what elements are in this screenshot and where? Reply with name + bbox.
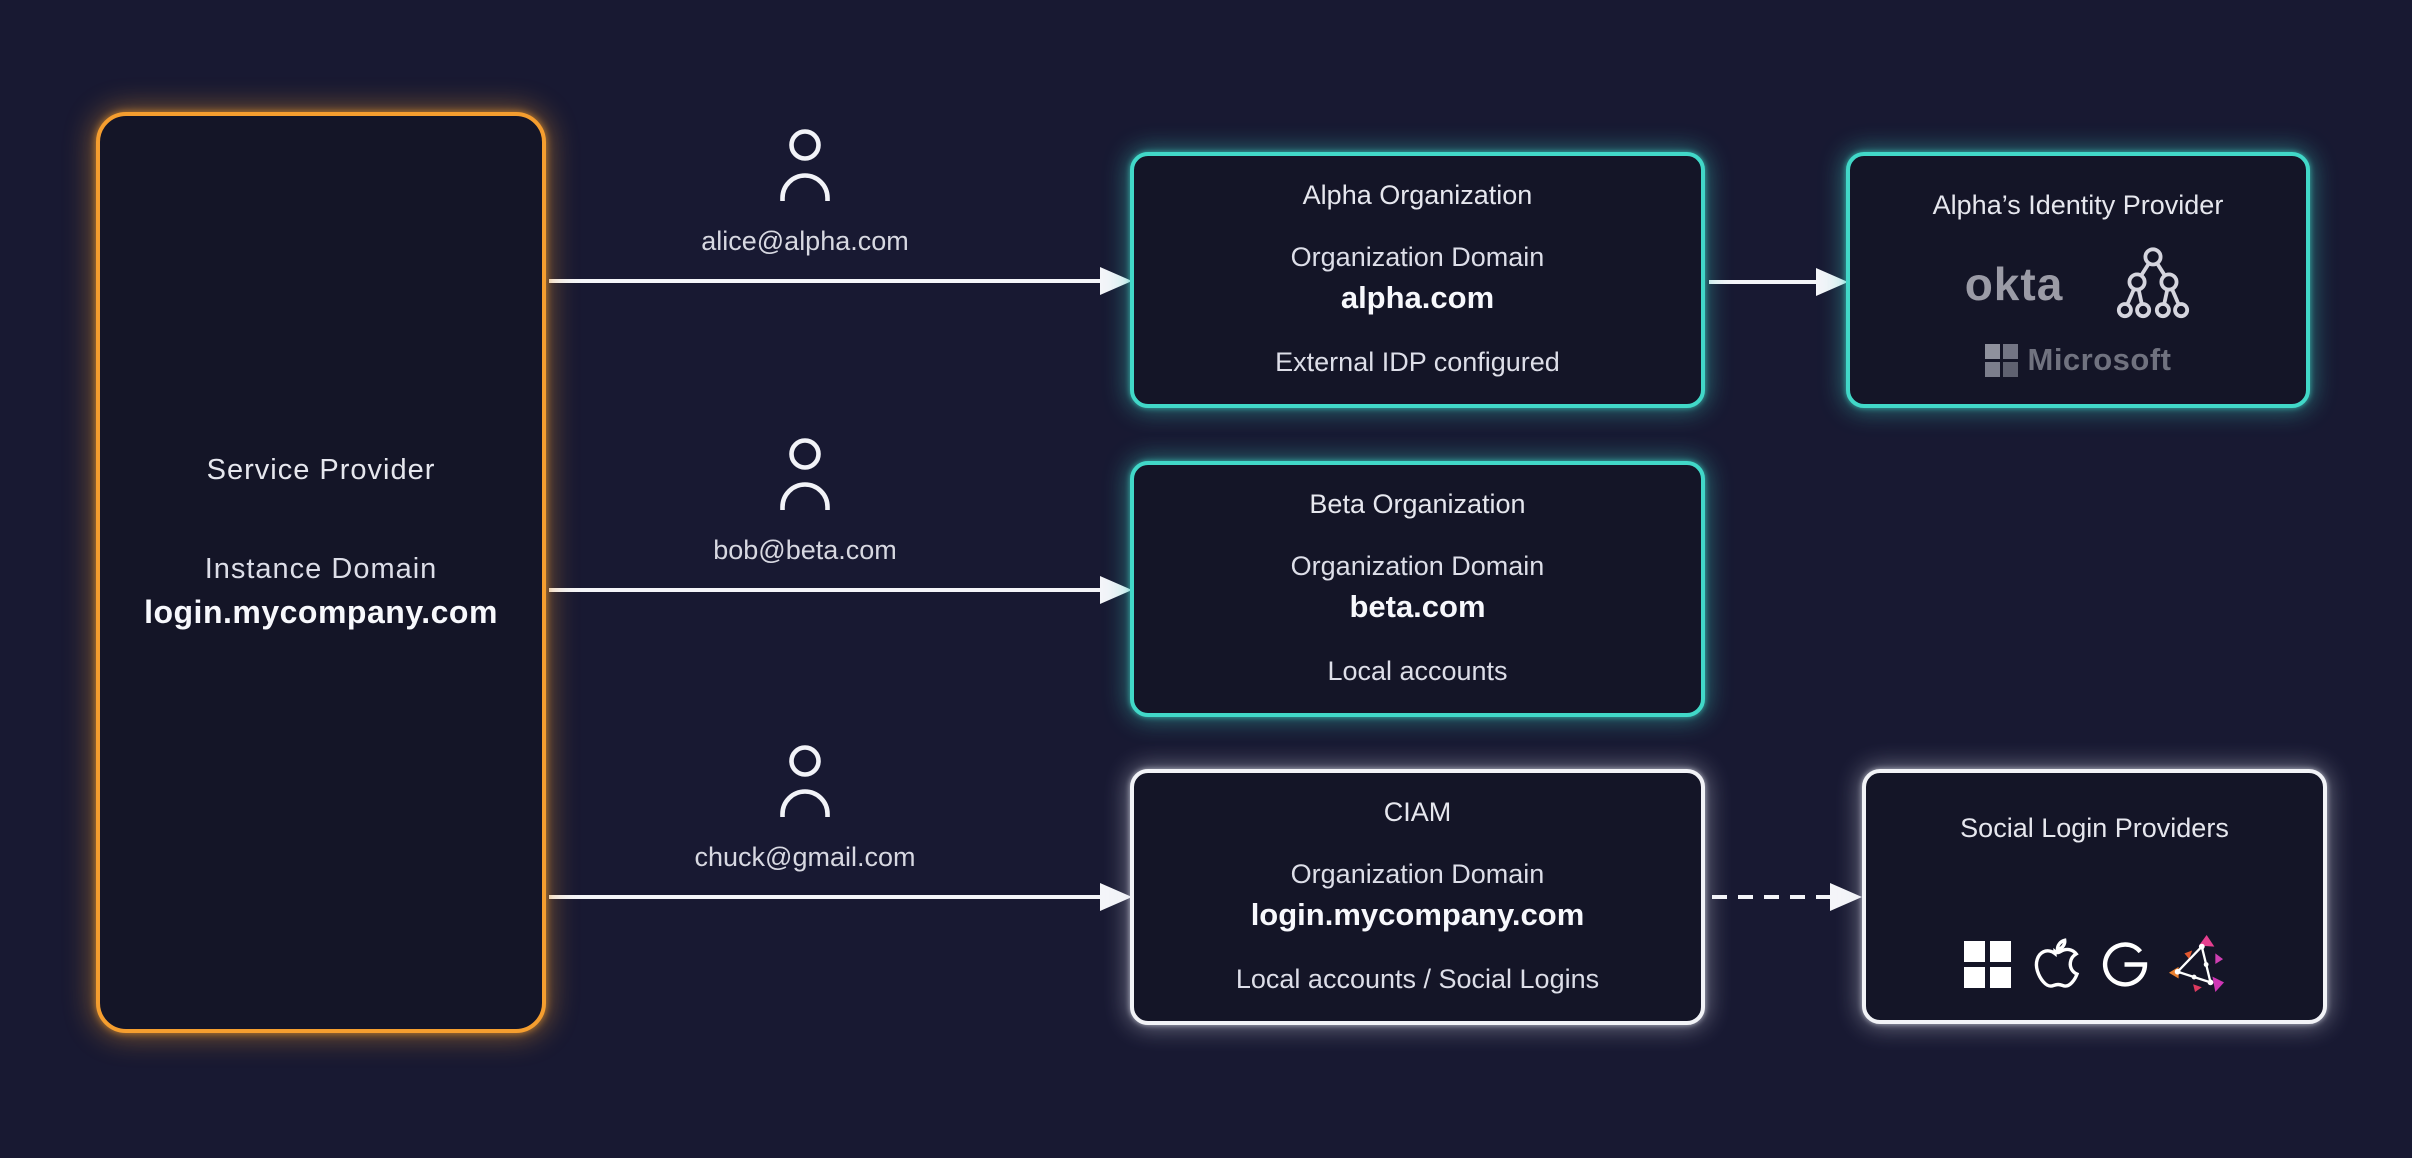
org-title: Beta Organization <box>1309 489 1526 519</box>
arrowhead <box>1100 883 1132 911</box>
service-provider-title: Service Provider <box>206 454 436 486</box>
org-title: Alpha Organization <box>1302 180 1533 210</box>
microsoft-wordmark: Microsoft <box>2027 342 2172 377</box>
okta-wordmark: okta <box>1964 257 2064 310</box>
org-domain-label: Organization Domain <box>1290 858 1545 889</box>
alpha-identity-provider-box: Alpha’s Identity Provider okta <box>1846 152 2310 408</box>
arrowhead <box>1100 267 1132 295</box>
instance-domain-value: login.mycompany.com <box>144 594 498 630</box>
org-domain-value: login.mycompany.com <box>1250 896 1585 932</box>
beta-organization-box: Beta Organization Organization Domain be… <box>1130 461 1705 717</box>
person-icon <box>780 438 830 510</box>
person-icon <box>780 129 830 201</box>
user-chuck: chuck@gmail.com <box>625 744 985 873</box>
social-title: Social Login Providers <box>1960 813 2229 843</box>
org-domain-value: beta.com <box>1349 588 1486 624</box>
microsoft-logo: Microsoft <box>1984 342 2172 378</box>
ciam-box: CIAM Organization Domain login.mycompany… <box>1130 769 1705 1025</box>
org-note: Local accounts / Social Logins <box>1235 964 1600 994</box>
user-email: bob@beta.com <box>713 535 897 565</box>
instance-domain-label: Instance Domain <box>204 553 438 585</box>
social-login-providers-box: Social Login Providers <box>1862 769 2327 1024</box>
service-provider-box: Service Provider Instance Domain login.m… <box>96 112 546 1033</box>
microsoft-squares-icon <box>1984 343 2018 377</box>
idp-title: Alpha’s Identity Provider <box>1932 190 2224 220</box>
person-icon <box>780 745 830 817</box>
org-title: CIAM <box>1383 797 1452 827</box>
triangle-arrows-icon <box>2168 935 2225 993</box>
user-bob: bob@beta.com <box>625 437 985 566</box>
apple-icon <box>2034 937 2080 988</box>
microsoft-icon <box>1964 940 2011 988</box>
user-alice: alice@alpha.com <box>625 128 985 257</box>
org-note: Local accounts <box>1327 656 1508 686</box>
alpha-organization-box: Alpha Organization Organization Domain a… <box>1130 152 1705 408</box>
user-email: chuck@gmail.com <box>694 842 916 872</box>
org-domain-label: Organization Domain <box>1290 550 1545 581</box>
arrowhead <box>1830 883 1862 911</box>
org-domain-value: alpha.com <box>1340 279 1495 315</box>
org-note: External IDP configured <box>1275 347 1560 377</box>
directory-tree-icon <box>2117 247 2190 319</box>
user-email: alice@alpha.com <box>701 226 909 256</box>
arrowhead <box>1100 576 1132 604</box>
org-domain-label: Organization Domain <box>1290 241 1545 272</box>
google-icon <box>2102 941 2148 987</box>
arrowhead <box>1816 268 1848 296</box>
